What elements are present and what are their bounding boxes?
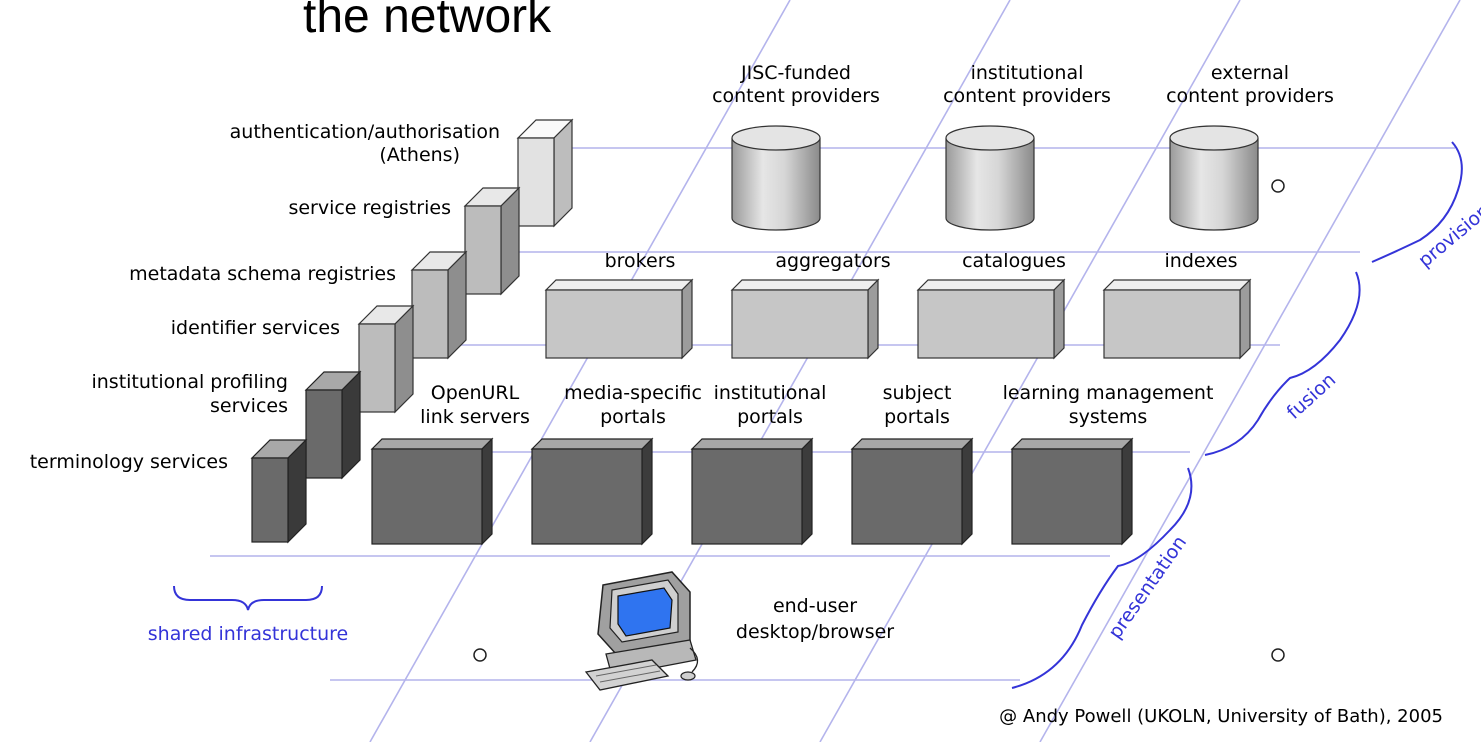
fusion-box	[1102, 278, 1252, 360]
provider-label: JISC-funded	[740, 62, 851, 84]
provider-label: external	[1211, 62, 1289, 84]
shared-service-label: service registries	[288, 197, 451, 219]
provider-cylinder	[731, 125, 821, 231]
provider-label: content providers	[943, 85, 1111, 107]
provider-cylinder	[945, 125, 1035, 231]
computer-icon	[584, 571, 699, 691]
shared-service-pillar	[463, 186, 521, 296]
node-marker	[1271, 179, 1285, 193]
end-user-label: end-user	[773, 595, 857, 617]
provider-label: content providers	[712, 85, 880, 107]
fusion-box	[916, 278, 1066, 360]
provider-cylinder	[1169, 125, 1259, 231]
shared-infrastructure-label: shared infrastructure	[148, 623, 348, 645]
presentation-layer-label: presentation	[1104, 532, 1191, 643]
fusion-label: brokers	[605, 250, 676, 272]
presentation-label: media-specific	[564, 382, 702, 404]
shared-service-label: metadata schema registries	[129, 263, 396, 285]
provider-label: content providers	[1166, 85, 1334, 107]
shared-service-pillar	[250, 438, 308, 544]
shared-service-label: (Athens)	[379, 144, 460, 166]
fusion-label: catalogues	[962, 250, 1066, 272]
end-user-label: desktop/browser	[736, 621, 894, 643]
presentation-label: portals	[884, 406, 950, 428]
node-marker	[1271, 648, 1285, 662]
presentation-box	[850, 437, 974, 546]
fusion-box	[544, 278, 694, 360]
fusion-box	[730, 278, 880, 360]
shared-service-label: authentication/authorisation	[230, 121, 500, 143]
presentation-box	[1010, 437, 1134, 546]
shared-service-label: institutional profiling	[91, 371, 288, 393]
presentation-brace	[1011, 467, 1193, 689]
shared-service-pillar	[410, 250, 468, 360]
shared-service-pillar	[516, 118, 574, 228]
presentation-label: portals	[600, 406, 666, 428]
shared-service-label: services	[210, 395, 288, 417]
shared-service-pillar	[357, 304, 415, 414]
fusion-label: aggregators	[775, 250, 890, 272]
provision-brace	[1371, 141, 1463, 263]
fusion-brace	[1204, 271, 1361, 456]
presentation-label: OpenURL	[431, 382, 520, 404]
shared-service-label: identifier services	[171, 317, 340, 339]
provision-layer-label: provision	[1414, 199, 1481, 271]
presentation-label: systems	[1069, 406, 1148, 428]
shared-service-label: terminology services	[30, 451, 228, 473]
presentation-label: institutional	[714, 382, 827, 404]
presentation-label: portals	[737, 406, 803, 428]
presentation-box	[690, 437, 814, 546]
fusion-label: indexes	[1165, 250, 1238, 272]
presentation-box	[530, 437, 654, 546]
shared-infrastructure-brace	[173, 585, 323, 611]
presentation-label: subject	[883, 382, 952, 404]
node-marker	[473, 648, 487, 662]
shared-service-pillar	[304, 370, 362, 480]
presentation-box	[370, 437, 494, 546]
presentation-label: link servers	[420, 406, 530, 428]
copyright-credit: @ Andy Powell (UKOLN, University of Bath…	[999, 706, 1443, 727]
presentation-label: learning management	[1003, 382, 1214, 404]
diagram-title: the network	[303, 0, 552, 43]
provider-label: institutional	[971, 62, 1084, 84]
